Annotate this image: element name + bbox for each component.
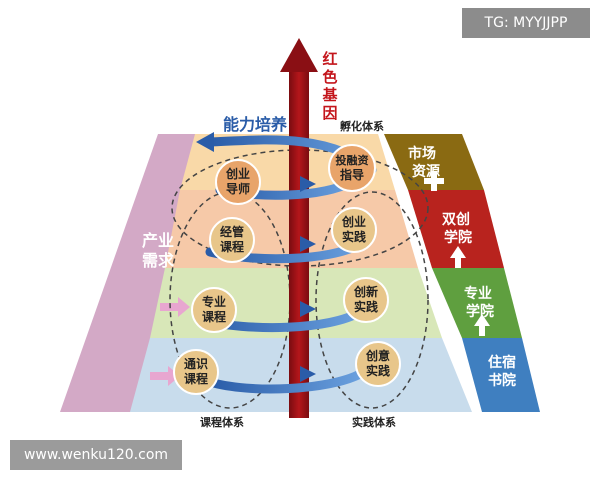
course-node-mentor: 创业 导师	[215, 159, 261, 205]
practice-node-creative: 创意 实践	[355, 341, 401, 387]
node-line-1: 创业	[225, 166, 250, 181]
site-watermark: www.wenku120.com	[10, 440, 182, 470]
red-gene-char-1: 红	[322, 50, 337, 68]
red-gene-char-4: 因	[322, 104, 337, 122]
practice-system-ellipse	[315, 191, 429, 409]
capability-arrowhead	[196, 132, 214, 152]
step-label-line-2: 学院	[466, 303, 494, 320]
course-system-label: 课程体系	[200, 415, 244, 429]
step-label-line-1: 住宿	[488, 354, 516, 371]
node-line-2: 实践	[366, 363, 390, 378]
node-line-2: 实践	[342, 229, 366, 244]
red-gene-char-2: 色	[322, 68, 337, 86]
node-line-1: 创意	[365, 348, 390, 363]
node-line-1: 通识	[184, 356, 208, 371]
practice-node-entrepreneurship: 创业 实践	[331, 207, 377, 253]
node-line-1: 专业	[202, 294, 226, 309]
step-label-line-2: 学院	[444, 229, 472, 246]
spiral-arrow-icon	[300, 236, 316, 252]
course-node-professional: 专业 课程	[191, 287, 237, 333]
step-label-line-1: 市场	[408, 145, 436, 162]
spiral-arrow-icon	[300, 176, 316, 192]
node-line-1: 创业	[341, 214, 366, 229]
spiral-arrow-icon	[300, 301, 316, 317]
up-arrow-icon	[474, 314, 490, 336]
practice-node-innovation: 创新 实践	[343, 277, 389, 323]
red-gene-char-3: 基	[321, 86, 338, 104]
arrow-icon	[150, 366, 180, 386]
node-line-1: 投融资	[336, 153, 369, 167]
step-market-resources	[384, 134, 484, 190]
tg-watermark: TG: MYYJJPP	[462, 8, 590, 38]
node-line-2: 导师	[226, 181, 250, 196]
step-label-line-1: 双创	[442, 211, 470, 228]
node-line-1: 创新	[353, 284, 378, 299]
node-line-2: 指导	[340, 167, 364, 182]
node-line-2: 课程	[220, 239, 244, 254]
plus-icon	[424, 171, 444, 191]
step-innovation-college	[408, 190, 504, 268]
practice-node-investment: 投融资 指导	[328, 144, 376, 192]
practice-system-label: 实践体系	[352, 415, 396, 429]
node-line-2: 实践	[354, 299, 378, 314]
node-line-2: 课程	[202, 309, 226, 324]
step-label-line-1: 专业	[464, 285, 492, 302]
node-line-1: 经管	[220, 224, 244, 239]
step-label-line-2: 资源	[412, 163, 440, 180]
incubation-label: 孵化体系	[340, 119, 384, 133]
node-line-2: 课程	[184, 371, 208, 386]
industry-label-line-1: 产业	[142, 231, 174, 250]
up-arrow-icon	[450, 246, 466, 268]
capability-label: 能力培养	[223, 115, 288, 134]
course-node-general: 通识 课程	[173, 349, 219, 395]
step-label-line-2: 书院	[488, 372, 516, 389]
step-housing-college	[462, 338, 540, 412]
red-gene-label: 红 色 基 因	[321, 50, 338, 122]
industry-label-line-2: 需求	[142, 251, 175, 270]
red-gene-arrowhead	[280, 38, 318, 72]
spiral-arrow-icon	[300, 366, 316, 382]
arrow-icon	[160, 297, 190, 317]
course-node-management: 经管 课程	[209, 217, 255, 263]
step-professional-college	[432, 268, 522, 338]
